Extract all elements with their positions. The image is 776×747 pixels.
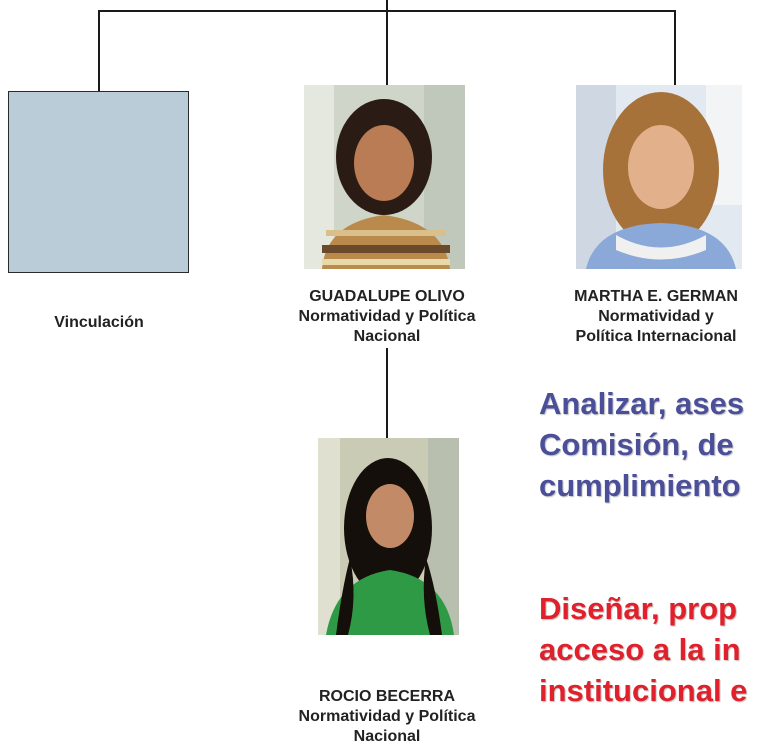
connector-lower-vertical bbox=[386, 348, 388, 439]
objective-disenar: Diseñar, prop acceso a la in institucion… bbox=[539, 588, 747, 711]
rocio-role-line2: Nacional bbox=[353, 728, 421, 745]
connector-top-vertical bbox=[386, 0, 388, 11]
vinculacion-caption: Vinculación bbox=[0, 313, 198, 333]
martha-role-line1: Normatividad y bbox=[598, 308, 714, 325]
martha-name: MARTHA E. GERMAN bbox=[574, 288, 738, 305]
vinculacion-label: Vinculación bbox=[54, 314, 144, 331]
objective-analizar-line2: Comisión, de bbox=[539, 427, 734, 462]
guadalupe-role-line1: Normatividad y Política bbox=[298, 308, 476, 325]
guadalupe-name: GUADALUPE OLIVO bbox=[309, 288, 465, 305]
martha-portrait bbox=[576, 85, 742, 269]
rocio-name: ROCIO BECERRA bbox=[318, 688, 455, 705]
connector-right-drop bbox=[674, 10, 676, 86]
guadalupe-photo bbox=[304, 85, 465, 269]
connector-center-drop bbox=[386, 10, 388, 86]
vinculacion-box bbox=[8, 91, 189, 273]
martha-photo bbox=[576, 85, 742, 269]
rocio-portrait bbox=[318, 438, 459, 635]
rocio-photo bbox=[318, 438, 459, 635]
rocio-caption: ROCIO BECERRA Normatividad y Política Na… bbox=[267, 687, 507, 747]
martha-role-line2: Política Internacional bbox=[575, 328, 737, 345]
guadalupe-caption: GUADALUPE OLIVO Normatividad y Política … bbox=[267, 287, 507, 347]
objective-disenar-line1: Diseñar, prop bbox=[539, 591, 738, 626]
objective-analizar-line1: Analizar, ases bbox=[539, 386, 745, 421]
martha-caption: MARTHA E. GERMAN Normatividad y Política… bbox=[538, 287, 774, 347]
objective-analizar-line3: cumplimiento bbox=[539, 468, 741, 503]
guadalupe-role-line2: Nacional bbox=[353, 328, 421, 345]
connector-left-drop bbox=[98, 10, 100, 92]
objective-disenar-line3: institucional e bbox=[539, 673, 748, 708]
guadalupe-portrait bbox=[304, 85, 465, 269]
objective-disenar-line2: acceso a la in bbox=[539, 632, 741, 667]
objective-analizar: Analizar, ases Comisión, de cumplimiento bbox=[539, 383, 744, 506]
rocio-role-line1: Normatividad y Política bbox=[298, 708, 476, 725]
